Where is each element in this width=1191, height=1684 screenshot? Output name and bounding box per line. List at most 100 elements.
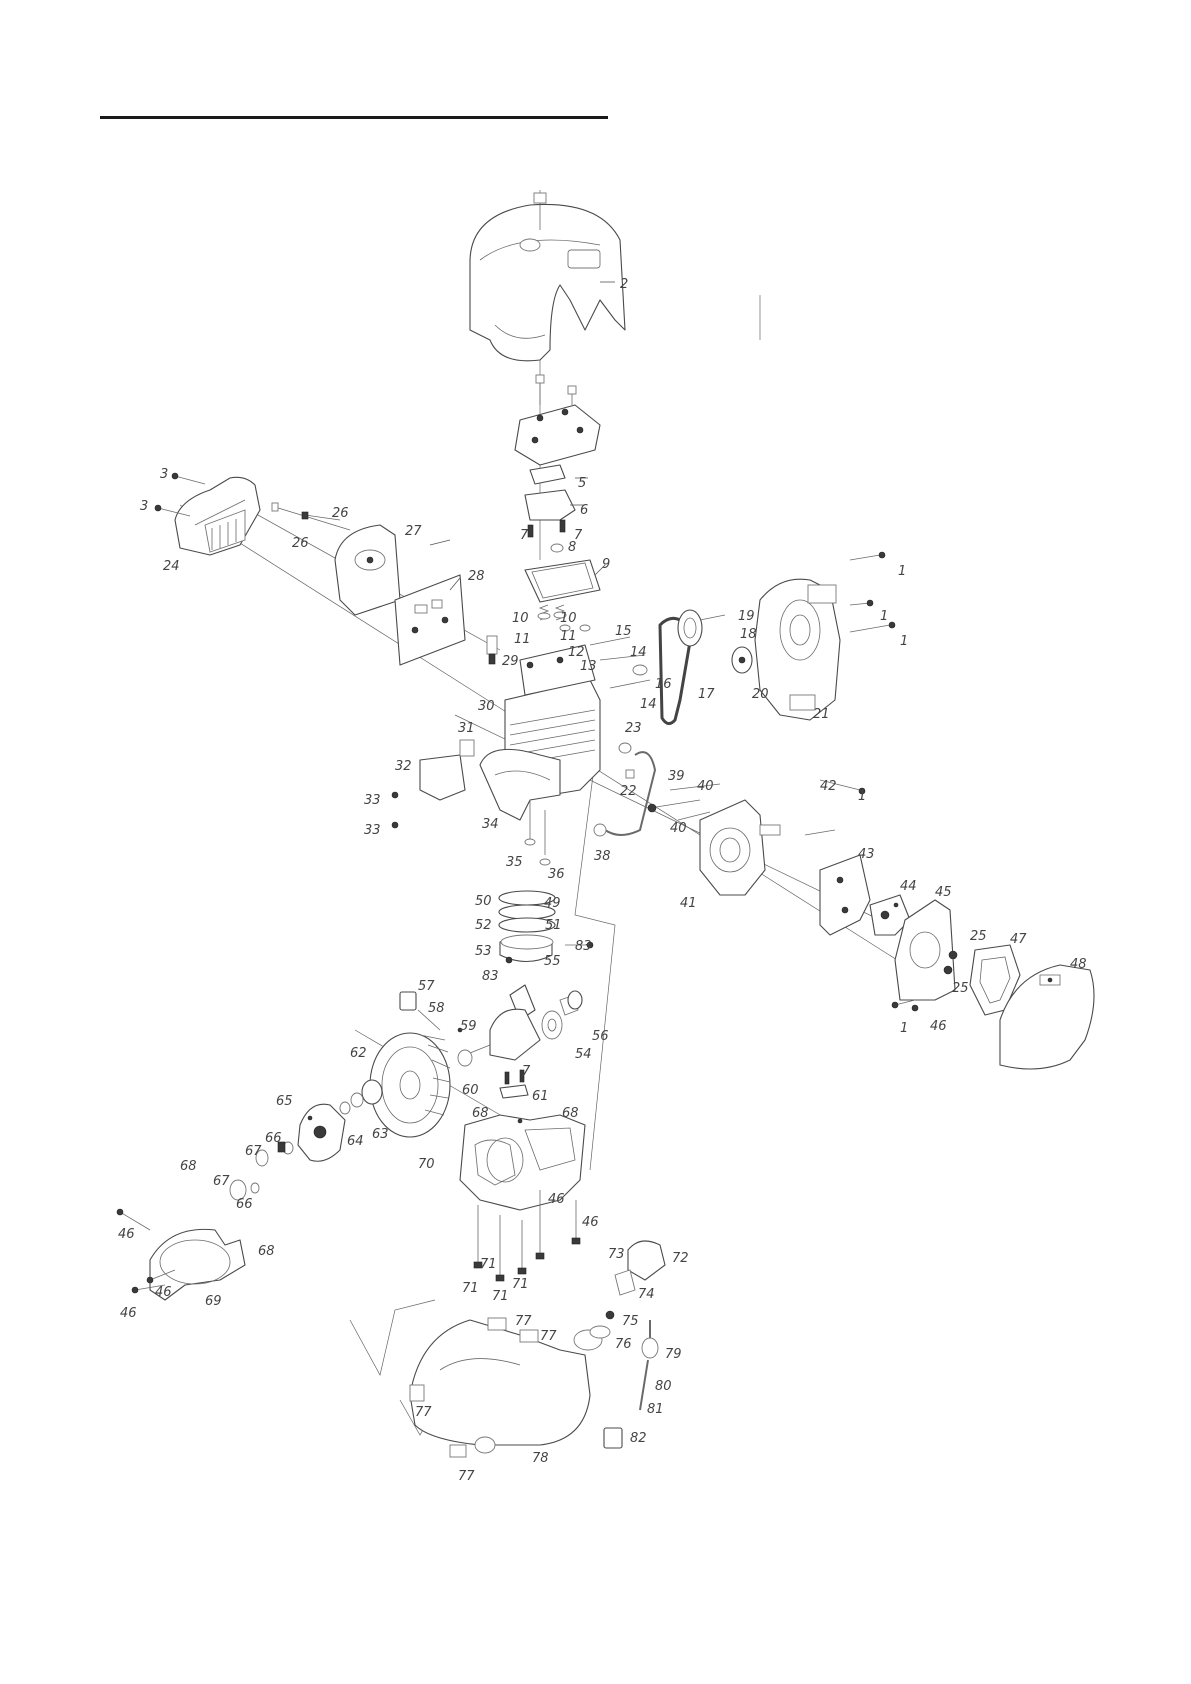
callout: 34 — [482, 817, 499, 832]
callout: 2 — [620, 277, 628, 292]
callout: 28 — [468, 569, 485, 584]
callout: 41 — [680, 896, 697, 911]
crankcase — [459, 1114, 586, 1211]
callout: 8 — [568, 540, 576, 555]
air-cleaner-cover — [999, 964, 1095, 1070]
callout: 71 — [480, 1257, 497, 1272]
callout: 68 — [258, 1244, 275, 1259]
callout: 77 — [515, 1314, 532, 1329]
callout: 40 — [697, 779, 714, 794]
callout: 11 — [560, 629, 577, 644]
callout: 6 — [580, 503, 588, 518]
recoil-housing — [116, 1208, 246, 1301]
callout: 61 — [532, 1089, 549, 1104]
callout: 33 — [364, 793, 381, 808]
cam-housing — [647, 783, 781, 896]
callout: 22 — [620, 784, 637, 799]
callout: 43 — [858, 847, 875, 862]
callout: 14 — [640, 697, 657, 712]
callout: 59 — [460, 1019, 477, 1034]
callout: 46 — [118, 1227, 135, 1242]
callout: 70 — [418, 1157, 435, 1172]
callout: 77 — [458, 1469, 475, 1484]
callout: 32 — [395, 759, 412, 774]
callout: 68 — [562, 1106, 579, 1121]
callout: 44 — [900, 879, 917, 894]
timing-belt — [658, 616, 694, 725]
callout: 66 — [236, 1197, 253, 1212]
callout: 31 — [458, 721, 475, 736]
callout: 53 — [475, 944, 492, 959]
bearing-plate — [499, 1069, 529, 1099]
callout: 68 — [180, 1159, 197, 1174]
piston — [499, 934, 594, 964]
callout: 67 — [245, 1144, 262, 1159]
timing-cover — [754, 551, 896, 721]
callout: 56 — [592, 1029, 609, 1044]
callout: 45 — [935, 885, 952, 900]
callout: 21 — [813, 707, 830, 722]
callout: 65 — [276, 1094, 293, 1109]
callout: 75 — [622, 1314, 639, 1329]
header-rule — [100, 116, 608, 119]
clutch — [297, 1103, 346, 1162]
callout: 46 — [120, 1306, 137, 1321]
callout: 16 — [655, 677, 672, 692]
callout: 42 — [820, 779, 837, 794]
callout: 47 — [1010, 932, 1027, 947]
rocker-shafts — [589, 636, 651, 689]
callout: 60 — [462, 1083, 479, 1098]
callout: 46 — [155, 1285, 172, 1300]
callout: 39 — [668, 769, 685, 784]
air-cleaner-base — [894, 899, 958, 1001]
callout: 1 — [880, 609, 888, 624]
callout: 74 — [638, 1287, 655, 1302]
top-screw — [533, 192, 547, 230]
top-cover — [469, 203, 626, 362]
carb-spacer — [804, 829, 871, 936]
callout: 25 — [970, 929, 987, 944]
camshaft-pulley — [677, 609, 726, 647]
valve-springs — [537, 604, 591, 632]
crankshaft — [457, 984, 583, 1067]
callout: 48 — [1070, 957, 1087, 972]
callout: 27 — [405, 524, 422, 539]
callout: 57 — [418, 979, 435, 994]
filter-screws — [154, 472, 351, 531]
flywheel — [369, 1032, 451, 1138]
callout: 1 — [900, 634, 908, 649]
callout: 7 — [520, 528, 529, 543]
callout: 1 — [900, 1021, 908, 1036]
callout: 64 — [347, 1134, 364, 1149]
leader-lines — [429, 281, 615, 591]
rocker-parts — [524, 464, 576, 553]
callout: 19 — [738, 609, 755, 624]
callout: 71 — [462, 1281, 479, 1296]
callout: 3 — [160, 467, 168, 482]
filter-cover — [334, 524, 401, 616]
callout: 50 — [475, 894, 492, 909]
rocker-cover — [514, 374, 601, 466]
callout: 30 — [478, 699, 495, 714]
fuel-cap — [589, 1240, 666, 1339]
callout: 79 — [665, 1347, 682, 1362]
callout: 71 — [512, 1277, 529, 1292]
callout: 35 — [506, 855, 523, 870]
callout: 26 — [332, 506, 349, 521]
callout: 77 — [540, 1329, 557, 1344]
callout: 1 — [898, 564, 906, 579]
callout: 36 — [548, 867, 565, 882]
callout: 7 — [574, 528, 583, 543]
callout: 3 — [140, 499, 148, 514]
callout: 10 — [512, 611, 529, 626]
callout: 67 — [213, 1174, 230, 1189]
callout: 49 — [544, 896, 561, 911]
callout: 46 — [582, 1215, 599, 1230]
callout: 7 — [522, 1064, 531, 1079]
callout-labels: 2 5 6 7 7 8 9 3 3 24 26 26 27 28 10 10 1… — [118, 277, 1087, 1484]
head-gasket — [524, 559, 601, 603]
callout: 69 — [205, 1294, 222, 1309]
right-screws — [819, 779, 919, 1012]
